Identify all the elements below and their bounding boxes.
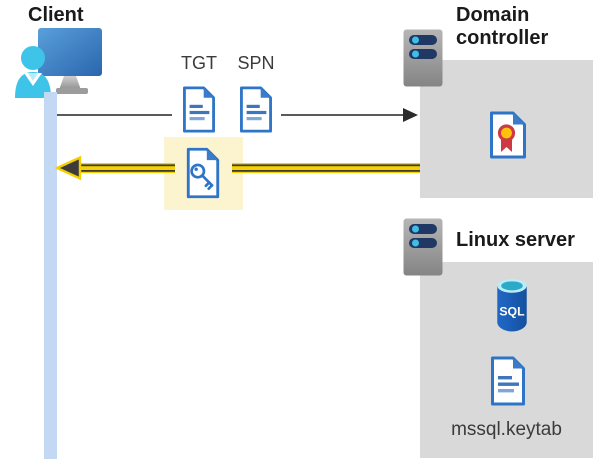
domain-controller-label: Domain controller [456, 4, 549, 49]
response-arrow-band-right [232, 163, 420, 173]
client-timeline-bar [44, 92, 57, 459]
keytab-document-icon [488, 356, 528, 406]
tgt-document-icon [180, 86, 218, 133]
client-label: Client [28, 4, 84, 26]
response-arrow-band-left [78, 163, 175, 173]
linux-server-label: Linux server [456, 229, 575, 251]
spn-label: SPN [237, 53, 275, 73]
certificate-document-icon [490, 111, 526, 159]
response-arrow-head [55, 155, 82, 181]
key-document-icon [186, 147, 220, 199]
response-arrow [55, 155, 420, 181]
sql-icon-label: SQL [499, 304, 525, 318]
request-arrow-line-left [57, 114, 172, 116]
domain-controller-server-icon [403, 29, 443, 87]
user-at-computer-icon [15, 28, 102, 98]
spn-document-icon [237, 86, 275, 133]
tgt-label: TGT [181, 53, 217, 73]
linux-server-icon [403, 218, 443, 276]
sql-database-icon: SQL [497, 278, 527, 332]
keytab-file-label: mssql.keytab [451, 419, 562, 440]
request-arrow-head [403, 108, 418, 122]
request-arrow-line-right [281, 114, 403, 116]
